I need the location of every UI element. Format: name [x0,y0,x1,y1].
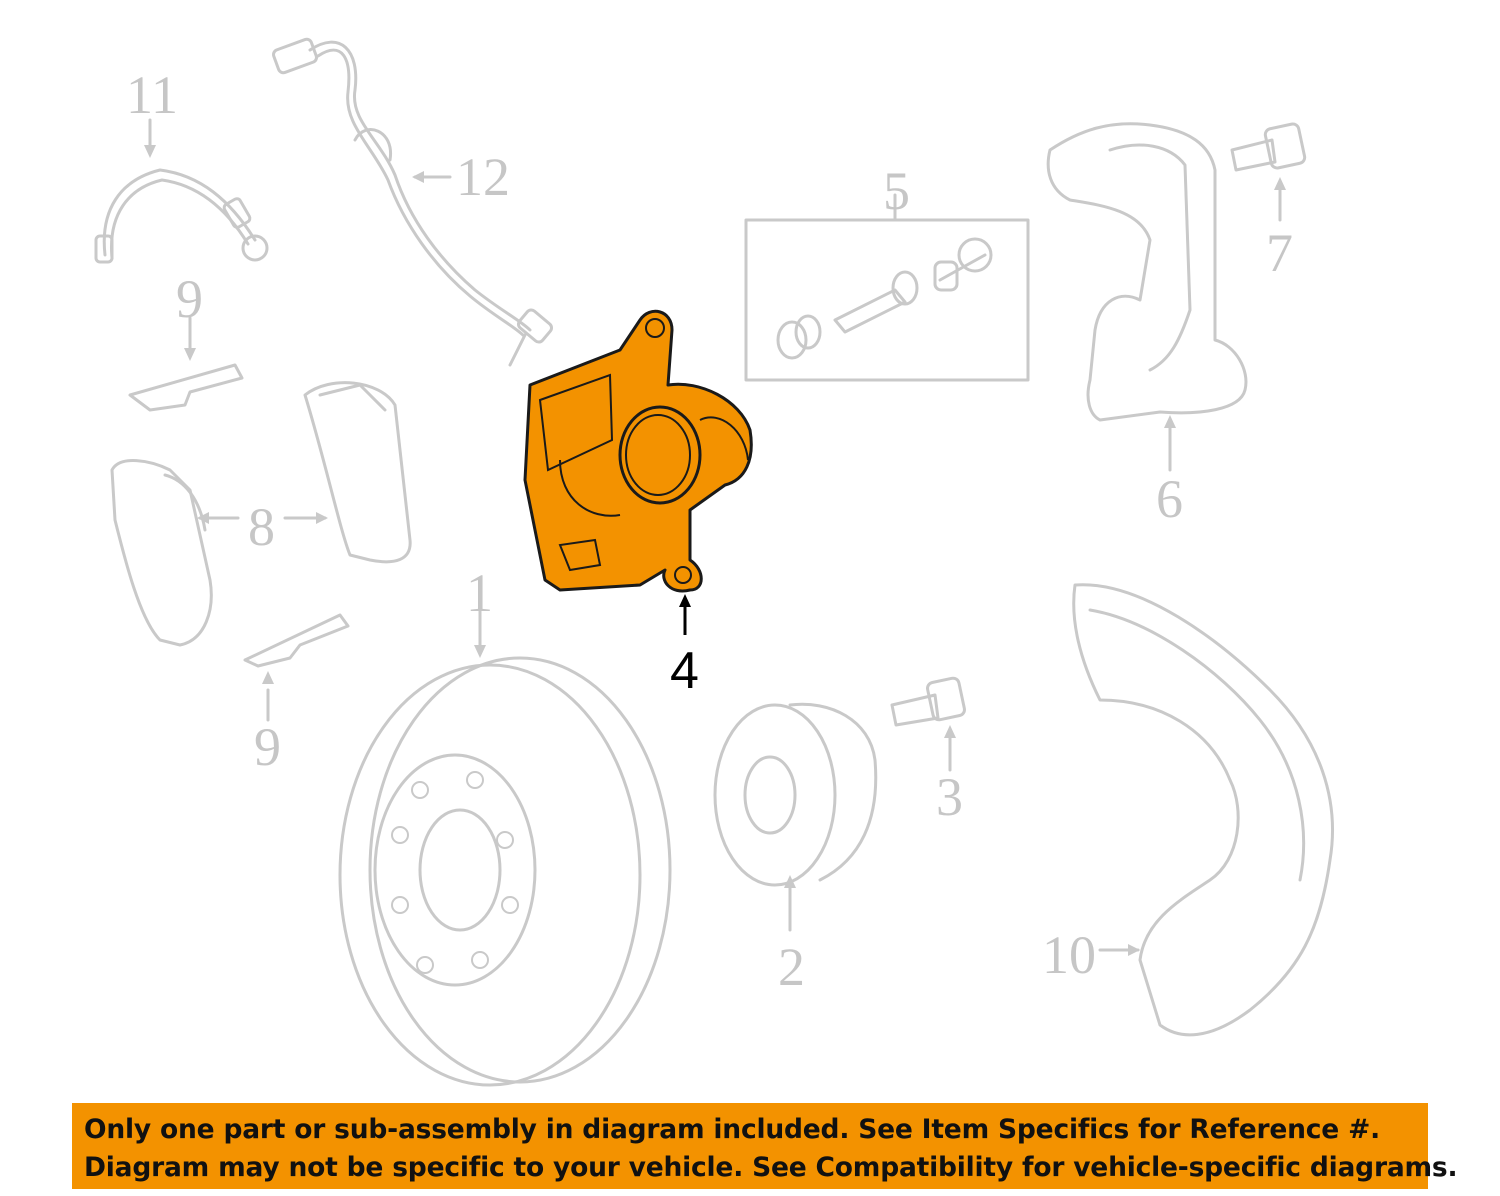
part-7-bolt [1230,122,1307,222]
part-10-splash-shield [1072,583,1334,1037]
part-9-upper-clip [128,316,244,412]
part-6-caliper-bracket [1046,122,1248,472]
part-3-bolt [890,676,966,772]
part-2-hub [713,702,878,932]
part-11-brake-hose [94,118,269,264]
disclaimer-banner: Only one part or sub-assembly in diagram… [72,1103,1458,1189]
part-9-lower-clip [243,613,350,722]
callout-11: 11 [126,65,178,125]
part-1-rotor [338,598,672,1087]
callout-5: 5 [883,161,910,221]
callout-9-lower: 9 [254,717,281,777]
callout-9-upper: 9 [176,269,203,329]
part-4-caliper [523,309,753,635]
disclaimer-line-1: Only one part or sub-assembly in diagram… [84,1114,1380,1145]
callout-2: 2 [778,937,805,997]
callout-4: 4 [670,642,699,700]
part-5-pin-kit [744,193,1030,382]
callout-8: 8 [248,497,275,557]
callout-3: 3 [936,767,963,827]
callout-10: 10 [1042,925,1096,985]
callout-7: 7 [1266,223,1293,283]
part-12-wheel-speed-sensor [272,37,554,367]
disclaimer-line-2: Diagram may not be specific to your vehi… [84,1152,1458,1183]
callout-12: 12 [456,147,510,207]
callout-6: 6 [1156,469,1183,529]
part-8-brake-pads [110,381,412,647]
callout-1: 1 [466,563,493,623]
